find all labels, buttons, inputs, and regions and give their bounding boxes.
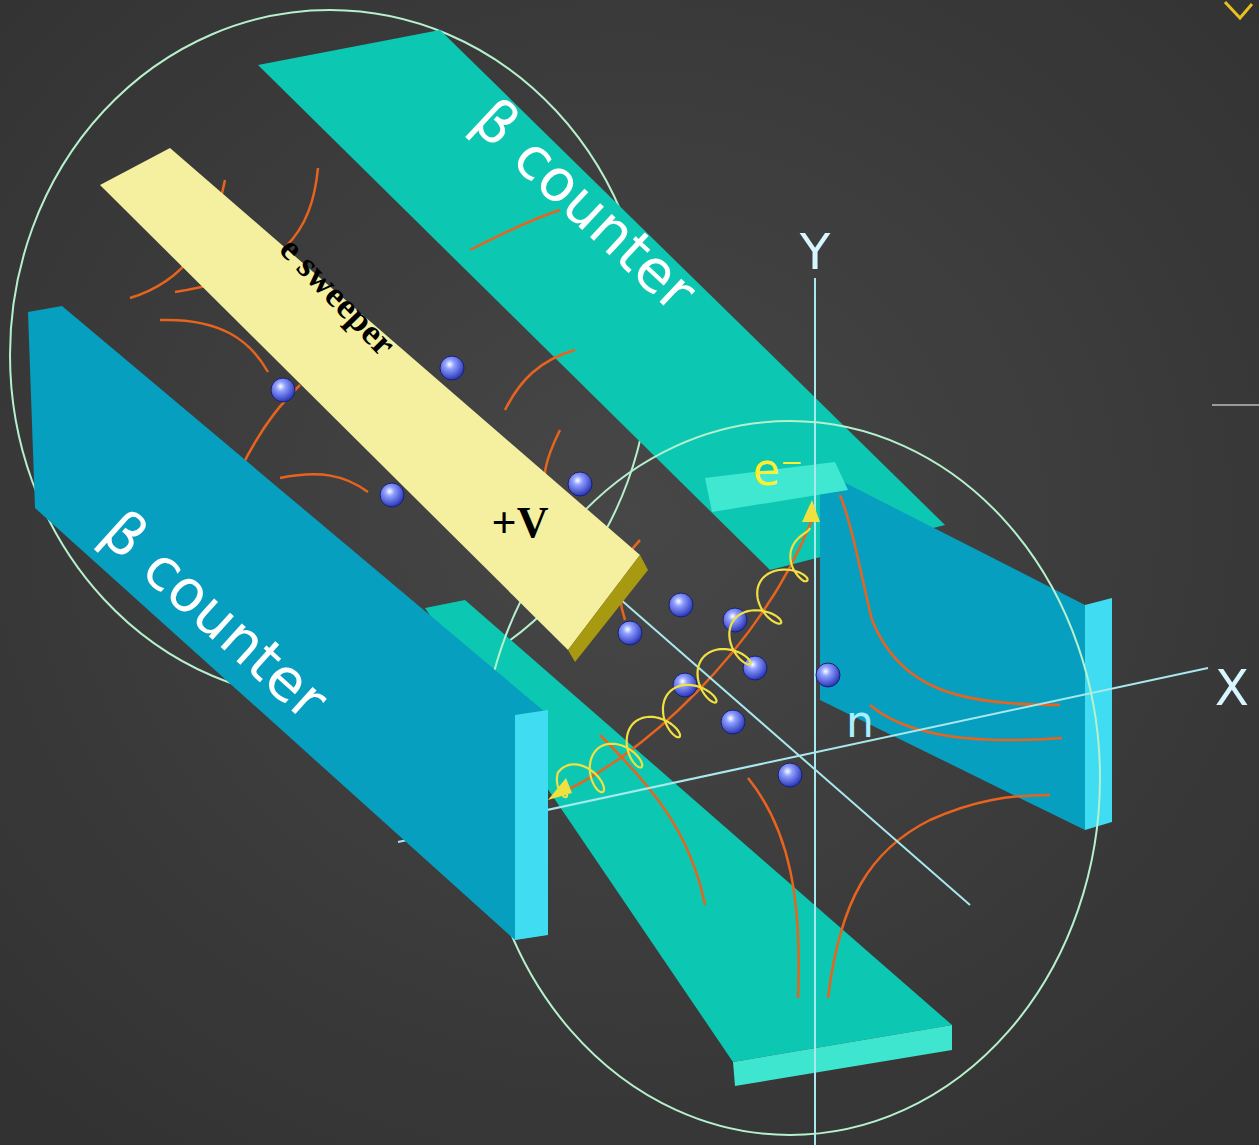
axis-label: X (1215, 663, 1249, 713)
neutron (618, 621, 642, 645)
neutron (816, 663, 840, 687)
neutron (568, 472, 592, 496)
neutron (778, 763, 802, 787)
neutron (440, 356, 464, 380)
voltage-label: +V (492, 501, 549, 545)
electron-path (557, 528, 810, 797)
part-label: β counter (463, 89, 706, 321)
decoration (1225, 2, 1252, 18)
particle-label: n (846, 700, 874, 744)
neutron (721, 710, 745, 734)
beta-counter-face (258, 30, 945, 570)
arrowhead (802, 500, 820, 522)
neutron (271, 378, 295, 402)
part-label: e sweeper (273, 230, 402, 362)
beta-counter-end (1085, 598, 1112, 830)
e-sweeper-bar (100, 148, 640, 650)
neutron (380, 483, 404, 507)
beta-counter-plate-edge (733, 1025, 952, 1086)
neutron (743, 656, 767, 680)
particle-label: e⁻ (753, 448, 803, 492)
decoration (1212, 404, 1259, 406)
axis-label: Y (800, 227, 831, 277)
beta-counter-side (820, 470, 1085, 830)
sweeper-electrode: e sweeper +V (100, 148, 648, 662)
neutron (669, 593, 693, 617)
beta-counter-end (515, 710, 548, 940)
beta-counter-side (28, 306, 545, 940)
e-sweeper-end (568, 555, 648, 662)
part-label: β counter (92, 500, 338, 730)
